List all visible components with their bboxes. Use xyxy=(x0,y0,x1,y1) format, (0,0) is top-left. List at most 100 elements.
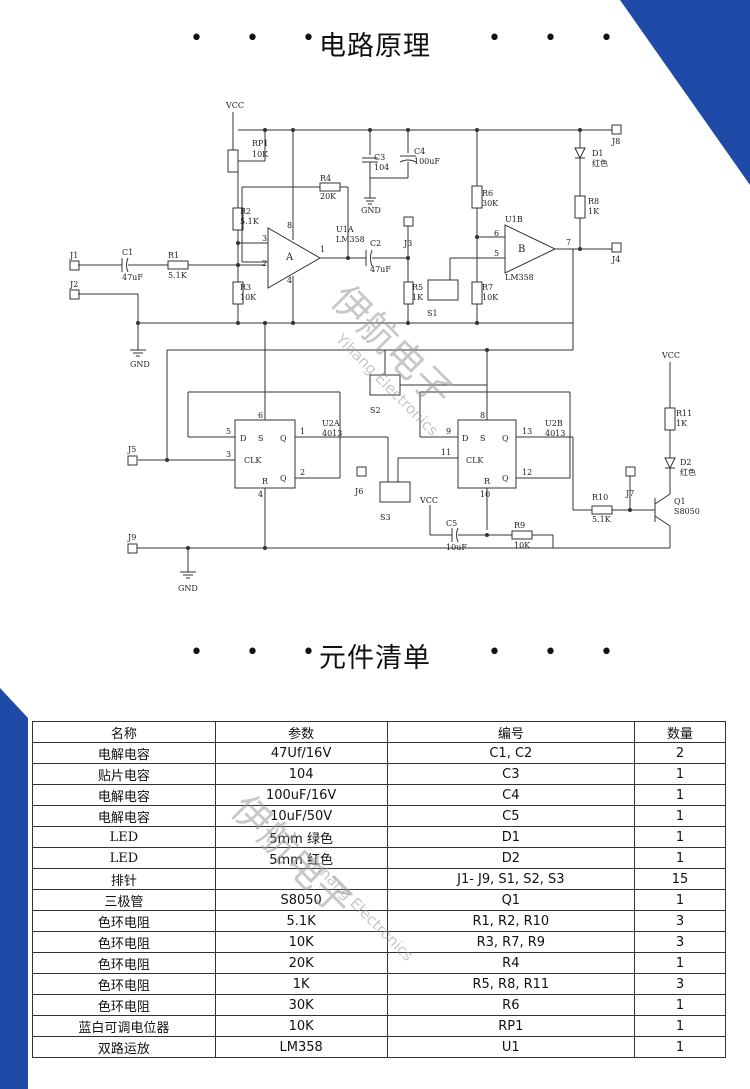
bom-cell-ref: U1 xyxy=(386,1036,636,1058)
bom-cell-qty: 1 xyxy=(634,826,726,848)
label-s2: S2 xyxy=(370,406,381,415)
label-pin2: 2 xyxy=(262,259,267,268)
label-r6: R6 xyxy=(482,189,493,198)
label-r11-val: 1K xyxy=(676,419,688,428)
bom-cell-ref: R3, R7, R9 xyxy=(386,931,636,953)
label-vcc-top: VCC xyxy=(225,101,244,110)
corner-decoration-top-right xyxy=(620,0,750,185)
label-c4-val: 100uF xyxy=(414,157,440,166)
label-c2: C2 xyxy=(370,239,381,248)
label-gnd-bottom: GND xyxy=(178,584,198,593)
circuit-schematic: VCC RP1 10K R2 5.1K R3 10K R4 20K C3 104… xyxy=(69,101,700,593)
label-r10: R10 xyxy=(592,493,608,502)
bom-dots-right: • • • xyxy=(488,640,631,665)
label-pin1: 1 xyxy=(320,245,325,254)
label-ff-qb: Q xyxy=(502,474,509,483)
label-r2-val: 5.1K xyxy=(240,217,260,226)
bom-cell-qty: 1 xyxy=(634,784,726,806)
label-u1b-part: LM358 xyxy=(505,273,534,282)
label-r10-val: 5.1K xyxy=(592,515,612,524)
bom-cell-param: LM358 xyxy=(214,1036,388,1058)
corner-decoration-left xyxy=(0,688,28,1089)
bom-header-name: 名称 xyxy=(32,721,216,743)
bom-header-row: 名称 参数 编号 数量 xyxy=(32,721,726,743)
label-r1: R1 xyxy=(168,251,179,260)
label-ff-clk: CLK xyxy=(466,456,484,465)
bom-cell-name: 贴片电容 xyxy=(32,763,216,785)
label-vcc-right: VCC xyxy=(661,351,680,360)
label-c5: C5 xyxy=(446,519,457,528)
bom-cell-name: 三极管 xyxy=(32,889,216,911)
bom-cell-qty: 3 xyxy=(634,973,726,995)
label-p11: 11 xyxy=(441,448,451,457)
label-r11: R11 xyxy=(676,409,692,418)
bom-cell-ref: D2 xyxy=(386,847,636,869)
bom-header-ref: 编号 xyxy=(386,721,636,743)
label-j5: J5 xyxy=(127,445,136,454)
label-p4: 4 xyxy=(258,490,263,499)
label-r4-val: 20K xyxy=(320,192,337,201)
label-ff-clk: CLK xyxy=(244,456,262,465)
label-c1: C1 xyxy=(122,248,133,257)
label-r3: R3 xyxy=(240,283,251,292)
label-p2: 2 xyxy=(300,468,305,477)
label-u2a-part: 4013 xyxy=(322,429,342,438)
label-r2: R2 xyxy=(240,207,251,216)
bom-cell-name: 色环电阻 xyxy=(32,973,216,995)
bom-cell-name: 电解电容 xyxy=(32,805,216,827)
bom-cell-ref: Q1 xyxy=(386,889,636,911)
label-r9-val: 10K xyxy=(514,541,531,550)
bom-cell-name: 电解电容 xyxy=(32,742,216,764)
label-p5: 5 xyxy=(226,427,231,436)
label-d1-col: 红色 xyxy=(592,158,608,168)
label-j9: J9 xyxy=(127,533,136,542)
bom-cell-name: 色环电阻 xyxy=(32,994,216,1016)
bom-dots-left: • • • xyxy=(190,640,333,665)
label-rp1: RP1 xyxy=(252,139,269,148)
bom-cell-name: 色环电阻 xyxy=(32,910,216,932)
bom-cell-qty: 1 xyxy=(634,994,726,1016)
label-q1: Q1 xyxy=(674,497,686,506)
bom-cell-ref: C5 xyxy=(386,805,636,827)
label-r3-val: 10K xyxy=(240,293,257,302)
label-ff-d: D xyxy=(240,434,246,443)
bom-cell-qty: 1 xyxy=(634,889,726,911)
label-vcc-mid: VCC xyxy=(419,496,438,505)
label-j4: J4 xyxy=(611,255,620,264)
bom-cell-param: 10K xyxy=(214,1015,388,1037)
label-s3: S3 xyxy=(380,513,391,522)
bom-cell-name: 色环电阻 xyxy=(32,931,216,953)
bom-cell-ref: C1, C2 xyxy=(386,742,636,764)
label-u1b: U1B xyxy=(505,215,523,224)
label-ff-s: S xyxy=(258,434,263,443)
bom-cell-ref: C3 xyxy=(386,763,636,785)
label-j8: J8 xyxy=(611,137,620,146)
label-d2: D2 xyxy=(680,458,692,467)
bom-cell-name: 色环电阻 xyxy=(32,952,216,974)
bom-cell-ref: C4 xyxy=(386,784,636,806)
label-pin4: 4 xyxy=(287,276,292,285)
label-p3: 3 xyxy=(226,450,231,459)
label-ff-s: S xyxy=(480,434,485,443)
title-dots-left: • • • xyxy=(190,26,333,51)
label-r8-val: 1K xyxy=(588,207,600,216)
schematic-title: 电路原理 xyxy=(319,31,431,62)
label-j1: J1 xyxy=(69,251,78,260)
label-c3-val: 104 xyxy=(374,163,389,172)
label-u1a: U1A xyxy=(336,225,354,234)
label-d1: D1 xyxy=(592,149,604,158)
label-op-b: B xyxy=(518,244,525,255)
label-j6: J6 xyxy=(354,487,363,496)
label-pin3: 3 xyxy=(262,234,267,243)
bom-cell-param: 10uF/50V xyxy=(214,805,388,827)
label-r5: R5 xyxy=(412,283,423,292)
label-p13: 13 xyxy=(522,427,532,436)
title-dots-right: • • • xyxy=(488,26,631,51)
